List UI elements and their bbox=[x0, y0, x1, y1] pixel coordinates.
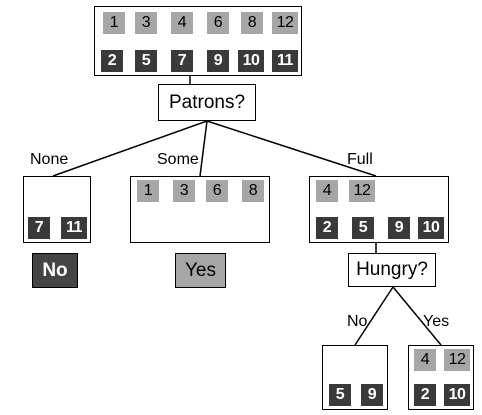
leaf-no: No bbox=[32, 253, 78, 288]
hungry-no-examples-box: 5 9 bbox=[322, 345, 388, 410]
root-negative-example: 5 bbox=[135, 50, 157, 72]
edge-patrons-none bbox=[52, 120, 208, 177]
root-negative-example: 2 bbox=[101, 50, 123, 72]
full-negative-example: 10 bbox=[418, 217, 444, 239]
full-negative-example: 5 bbox=[352, 217, 374, 239]
full-negative-example: 9 bbox=[388, 217, 410, 239]
root-positive-example: 12 bbox=[272, 12, 298, 34]
edge-label-no: No bbox=[347, 313, 368, 330]
edge-label-yes: Yes bbox=[423, 313, 450, 330]
full-negative-example: 2 bbox=[316, 217, 338, 239]
leaf-yes: Yes bbox=[175, 253, 226, 288]
root-positive-example: 6 bbox=[207, 12, 229, 34]
edge-hungry-yes bbox=[392, 286, 442, 346]
hungry-test-node: Hungry? bbox=[348, 253, 436, 287]
full-examples-box: 4 12 2 5 9 10 bbox=[309, 176, 449, 243]
edge-label-full: Full bbox=[347, 151, 373, 168]
hungry-no-negative-example: 9 bbox=[361, 384, 383, 406]
root-negative-example: 9 bbox=[207, 50, 229, 72]
edge-hungry-no bbox=[354, 286, 394, 346]
none-negative-example: 11 bbox=[61, 217, 87, 239]
hungry-yes-examples-box: 4 12 2 10 bbox=[408, 345, 474, 410]
root-examples-box: 1 3 4 6 8 12 2 5 7 9 10 11 bbox=[94, 6, 302, 76]
root-positive-example: 4 bbox=[171, 12, 193, 34]
edge-patrons-some bbox=[199, 120, 208, 177]
hungry-no-negative-example: 5 bbox=[329, 384, 351, 406]
hungry-yes-negative-example: 10 bbox=[444, 384, 470, 406]
edge-patrons-full bbox=[206, 120, 377, 177]
hungry-yes-positive-example: 4 bbox=[414, 349, 436, 371]
patrons-test-node: Patrons? bbox=[158, 84, 256, 121]
root-negative-example: 10 bbox=[238, 50, 264, 72]
root-positive-example: 3 bbox=[135, 12, 157, 34]
some-examples-box: 1 3 6 8 bbox=[130, 176, 270, 243]
edge-label-none: None bbox=[30, 151, 69, 168]
some-positive-example: 8 bbox=[242, 180, 264, 202]
some-positive-example: 6 bbox=[206, 180, 228, 202]
full-positive-example: 4 bbox=[316, 180, 338, 202]
hungry-yes-negative-example: 2 bbox=[414, 384, 436, 406]
root-positive-example: 8 bbox=[241, 12, 263, 34]
none-examples-box: 7 11 bbox=[23, 176, 91, 243]
some-positive-example: 1 bbox=[137, 180, 159, 202]
full-positive-example: 12 bbox=[349, 180, 375, 202]
some-positive-example: 3 bbox=[173, 180, 195, 202]
root-negative-example: 7 bbox=[171, 50, 193, 72]
edge-label-some: Some bbox=[157, 151, 199, 168]
root-positive-example: 1 bbox=[103, 12, 125, 34]
hungry-yes-positive-example: 12 bbox=[444, 349, 470, 371]
root-negative-example: 11 bbox=[272, 50, 298, 72]
none-negative-example: 7 bbox=[28, 217, 50, 239]
